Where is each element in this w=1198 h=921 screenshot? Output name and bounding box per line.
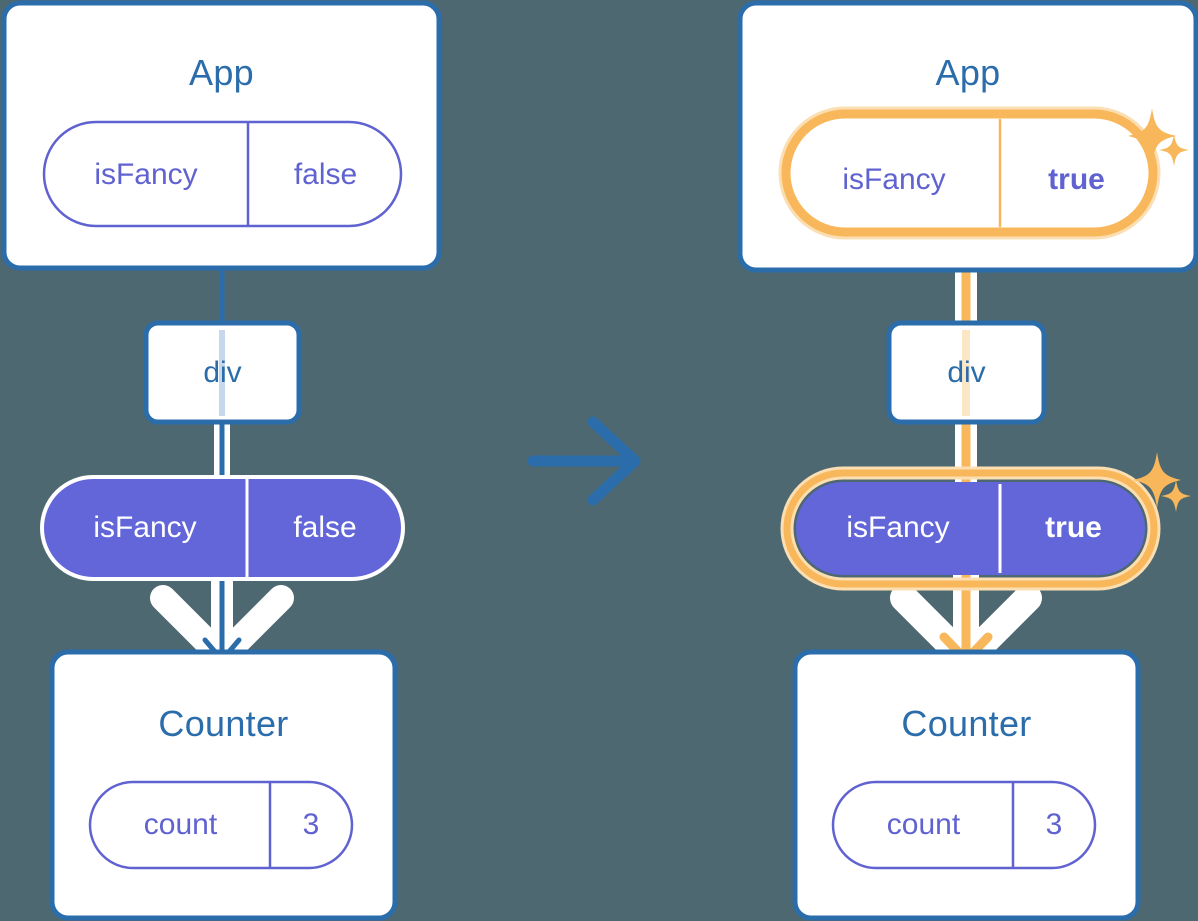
- before-div-box: [143, 320, 302, 425]
- before-counter-state-pill: [88, 780, 354, 870]
- after-app-state-pill: [778, 106, 1161, 240]
- after-div-box: [886, 320, 1047, 425]
- sparkle-small-icon: [1159, 134, 1189, 166]
- after-prop-pill: [780, 466, 1161, 591]
- after-app-sparkles: [1128, 108, 1189, 166]
- sparkle-small-icon: [1161, 480, 1191, 512]
- before-app-state-pill: [42, 120, 403, 228]
- before-prop-pill: [40, 475, 405, 581]
- sparkle-large-icon: [1128, 108, 1176, 164]
- after-counter-state-pill: [831, 780, 1097, 870]
- sparkle-large-icon: [1133, 452, 1181, 508]
- after-prop-sparkles: [1133, 452, 1191, 512]
- transition-arrow-icon: [527, 416, 641, 506]
